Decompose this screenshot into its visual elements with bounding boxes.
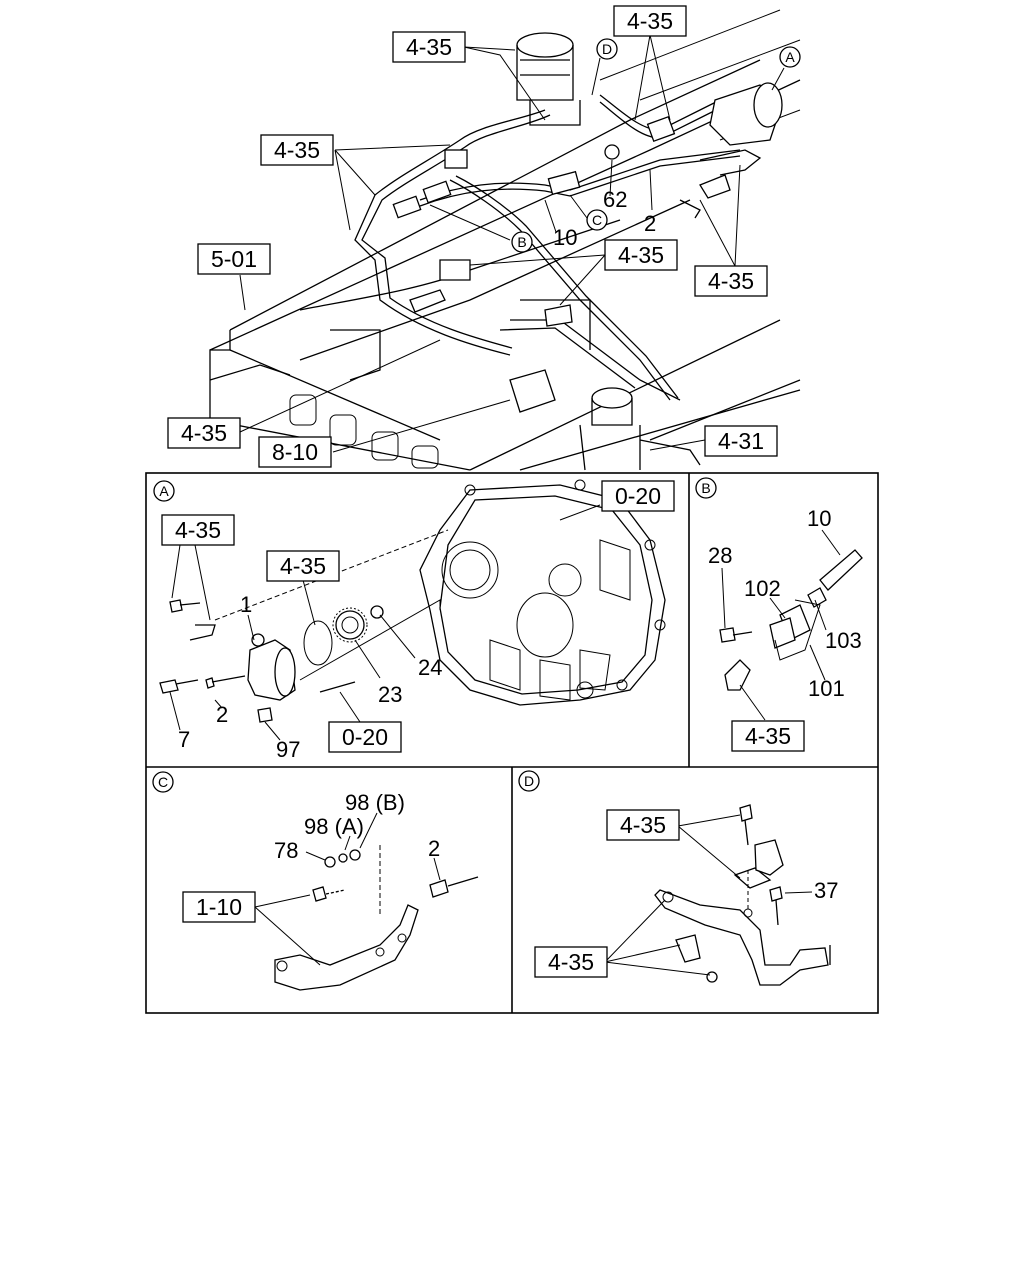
detail-panels-frame xyxy=(145,472,879,1014)
panel-d-part-37: 37 xyxy=(814,878,838,903)
svg-text:D: D xyxy=(602,41,612,57)
panel-c-part-2: 2 xyxy=(428,836,440,861)
panel-a-label: A xyxy=(153,480,175,502)
fluid-reservoir-drawing xyxy=(516,32,581,126)
panel-d-label: D xyxy=(518,770,540,792)
main-ref-box-4: 4-35 xyxy=(604,239,678,271)
panel-a-part-1: 1 xyxy=(240,592,252,617)
sensor-assembly-drawing xyxy=(719,549,863,691)
svg-text:C: C xyxy=(158,774,168,790)
main-part-10: 10 xyxy=(553,225,577,250)
svg-text:4-35: 4-35 xyxy=(181,420,227,446)
callout-a: A xyxy=(779,46,801,68)
svg-text:5-01: 5-01 xyxy=(211,246,257,272)
main-ref-box-7: 4-35 xyxy=(167,417,241,449)
svg-text:A: A xyxy=(159,483,169,499)
svg-text:4-35: 4-35 xyxy=(745,723,791,749)
panel-c-label: C xyxy=(152,771,174,793)
panel-b-part-10: 10 xyxy=(807,506,831,531)
svg-text:4-35: 4-35 xyxy=(175,517,221,543)
callout-c: C xyxy=(586,209,608,231)
svg-text:C: C xyxy=(592,212,602,228)
main-ref-box-9: 4-31 xyxy=(704,425,778,457)
panel-d-ref-box-top: 4-35 xyxy=(606,809,680,841)
main-ref-box-5: 4-35 xyxy=(694,265,768,297)
flywheel-housing-drawing xyxy=(419,479,666,706)
panel-c-part-98b: 98 (B) xyxy=(345,790,405,815)
bolts-drawing xyxy=(159,529,449,723)
main-part-62: 62 xyxy=(603,187,627,212)
main-view: 4-35 4-35 4-35 4-35 4-35 5-01 4-35 8-10 xyxy=(167,5,801,471)
svg-text:0-20: 0-20 xyxy=(615,483,661,509)
panel-d: D 37 4-35 4-35 xyxy=(518,770,838,986)
panel-a-part-2: 2 xyxy=(216,702,228,727)
panel-b-part-103: 103 xyxy=(825,628,862,653)
svg-text:A: A xyxy=(785,49,795,65)
master-cylinder-drawing xyxy=(579,387,701,471)
panel-d-ref-box-bottom: 4-35 xyxy=(534,946,608,978)
panel-b-part-102: 102 xyxy=(744,576,781,601)
svg-text:0-20: 0-20 xyxy=(342,724,388,750)
svg-text:4-35: 4-35 xyxy=(620,812,666,838)
panel-b-label: B xyxy=(695,477,717,499)
panel-c-ref-box: 1-10 xyxy=(182,891,256,923)
callout-b: B xyxy=(511,231,533,253)
fittings-drawing xyxy=(392,115,676,413)
callout-d: D xyxy=(596,38,618,60)
svg-text:4-31: 4-31 xyxy=(718,428,764,454)
main-leaders xyxy=(239,34,785,453)
panel-b: B 10 28 102 103 101 4-35 xyxy=(695,477,863,752)
svg-text:4-35: 4-35 xyxy=(280,553,326,579)
panel-a-part-7: 7 xyxy=(178,727,190,752)
main-ref-box-8: 8-10 xyxy=(258,436,332,468)
panel-a-part-24: 24 xyxy=(418,655,442,680)
panel-a: A xyxy=(153,479,675,762)
main-ref-box-6: 5-01 xyxy=(197,243,271,275)
panel-c-part-98a: 98 (A) xyxy=(304,814,364,839)
svg-text:1-10: 1-10 xyxy=(196,894,242,920)
panel-a-leaders xyxy=(169,504,601,741)
panel-a-ref-box-0-20-top: 0-20 xyxy=(601,480,675,512)
o-ring-drawing xyxy=(303,620,333,666)
panel-b-part-28: 28 xyxy=(708,543,732,568)
panel-c-leaders xyxy=(254,812,441,966)
main-ref-box-1: 4-35 xyxy=(392,31,466,63)
panel-b-ref-box: 4-35 xyxy=(731,720,805,752)
mounting-bracket-drawing xyxy=(654,804,831,986)
panel-b-part-101: 101 xyxy=(808,676,845,701)
panel-d-leaders xyxy=(604,814,813,976)
panel-c: C 98 (B) 98 (A) 78 2 1 xyxy=(152,771,479,991)
svg-text:D: D xyxy=(524,773,534,789)
panel-a-part-23: 23 xyxy=(378,682,402,707)
actuator-assembly-drawing xyxy=(679,82,783,219)
svg-text:B: B xyxy=(517,234,526,250)
svg-text:B: B xyxy=(701,480,710,496)
svg-text:4-35: 4-35 xyxy=(548,949,594,975)
main-ref-box-3: 4-35 xyxy=(260,134,334,166)
svg-text:4-35: 4-35 xyxy=(627,8,673,34)
panel-a-ref-box-4-35-mid: 4-35 xyxy=(266,550,340,582)
svg-text:8-10: 8-10 xyxy=(272,439,318,465)
panel-a-part-97: 97 xyxy=(276,737,300,762)
main-part-2: 2 xyxy=(644,211,656,236)
panel-b-leaders xyxy=(721,529,841,721)
panel-c-part-78: 78 xyxy=(274,838,298,863)
svg-text:4-35: 4-35 xyxy=(406,34,452,60)
panel-a-ref-box-4-35-left: 4-35 xyxy=(161,514,235,546)
panel-a-ref-box-0-20-bottom: 0-20 xyxy=(328,721,402,753)
bracket-drawing xyxy=(274,845,479,991)
svg-text:4-35: 4-35 xyxy=(708,268,754,294)
pipes-and-hoses-drawing xyxy=(299,94,741,401)
main-ref-box-2: 4-35 xyxy=(613,5,687,37)
svg-text:4-35: 4-35 xyxy=(618,242,664,268)
svg-text:4-35: 4-35 xyxy=(274,137,320,163)
drive-gear-drawing xyxy=(332,607,368,643)
vacuum-pump-drawing xyxy=(247,633,296,701)
